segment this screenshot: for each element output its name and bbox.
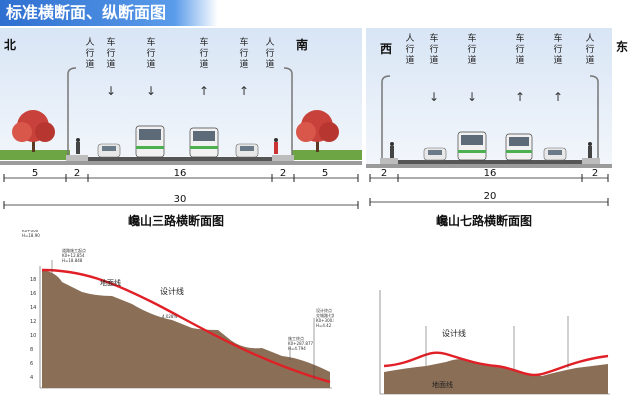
- axis-tick: 14: [30, 305, 37, 311]
- cross-section-right-drawing: [366, 28, 612, 206]
- down-arrow-icon: ↓: [466, 90, 478, 104]
- lane-label: 人行道: [585, 34, 595, 66]
- dim-value: 2: [591, 168, 599, 179]
- ground-line-label: 地面线: [100, 279, 121, 287]
- end-note-construction: 施工终点 K0+287.877 H=4.794: [288, 336, 314, 351]
- profile-right-drawing: [379, 290, 610, 395]
- axis-tick: 4: [30, 375, 34, 381]
- grade-label: 4.028%: [162, 314, 178, 319]
- profile-right: 设计线 地面线: [376, 286, 612, 398]
- east-label: 东: [616, 40, 629, 54]
- caption-right: 巉山七路横断面图: [436, 214, 533, 228]
- dim-value: 2: [279, 168, 287, 179]
- design-line-label: 设计线: [442, 329, 466, 338]
- axis-tick: 8: [30, 347, 34, 353]
- dim-value: 16: [483, 168, 497, 179]
- lane-label: 人行道: [85, 38, 95, 70]
- end-note-design: 设计终点 交城路七路 K0+300.877 H=4.42: [316, 308, 334, 328]
- down-arrow-icon: ↓: [105, 84, 117, 98]
- lane-label: 人行道: [265, 38, 275, 70]
- up-arrow-icon: ↑: [514, 90, 526, 104]
- up-arrow-icon: ↑: [238, 84, 250, 98]
- lane-label: 车行道: [553, 34, 563, 66]
- dim-total: 30: [173, 194, 187, 205]
- profile-left-drawing: [39, 260, 332, 389]
- south-label: 南: [296, 38, 309, 52]
- down-arrow-icon: ↓: [428, 90, 440, 104]
- dim-value: 16: [173, 168, 187, 179]
- axis-tick: 12: [30, 319, 37, 325]
- start-note: 道路设计起点 交城路公路 K0+000 H=18.90: [22, 230, 40, 238]
- north-label: 北: [4, 38, 17, 52]
- axis-tick: 6: [30, 361, 34, 367]
- profile-left: 18 16 14 12 10 8 6 4 道路设计起点 交城路公路 K0+000…: [22, 230, 334, 400]
- lane-label: 人行道: [405, 34, 415, 66]
- lane-label: 车行道: [239, 38, 249, 70]
- dim-value: 2: [380, 168, 388, 179]
- up-arrow-icon: ↑: [552, 90, 564, 104]
- lane-label: 车行道: [199, 38, 209, 70]
- banner-title: 标准横断面、纵断面图: [6, 3, 167, 22]
- cross-section-left: 北 南 人行道 车行道 车行道 车行道 车行道 人行道 ↓ ↓ ↑ ↑ 5 2 …: [0, 28, 362, 212]
- cross-section-right: 西 人行道 车行道 车行道 车行道 车行道 人行道 ↓ ↓ ↑ ↑ 2 16 2…: [366, 28, 612, 212]
- lane-label: 车行道: [429, 34, 439, 66]
- design-line-label: 设计线: [160, 287, 184, 296]
- lane-label: 车行道: [467, 34, 477, 66]
- caption-left: 巉山三路横断面图: [128, 214, 225, 228]
- lane-label: 车行道: [515, 34, 525, 66]
- dim-value: 5: [321, 168, 329, 179]
- cross-section-left-drawing: [0, 28, 362, 209]
- section-banner: 标准横断面、纵断面图: [0, 0, 218, 26]
- begin-note: 道路施工起点 K0+12.854 H=18.848: [62, 248, 86, 263]
- dim-value: 2: [73, 168, 81, 179]
- up-arrow-icon: ↑: [198, 84, 210, 98]
- west-label: 西: [380, 42, 393, 56]
- lane-label: 车行道: [106, 38, 116, 70]
- down-arrow-icon: ↓: [145, 84, 157, 98]
- axis-tick: 18: [30, 277, 37, 283]
- lane-label: 车行道: [146, 38, 156, 70]
- axis-tick: 16: [30, 291, 37, 297]
- dim-total: 20: [483, 191, 497, 202]
- axis-tick: 10: [30, 333, 37, 339]
- dim-value: 5: [31, 168, 39, 179]
- ground-line-label: 地面线: [432, 381, 453, 389]
